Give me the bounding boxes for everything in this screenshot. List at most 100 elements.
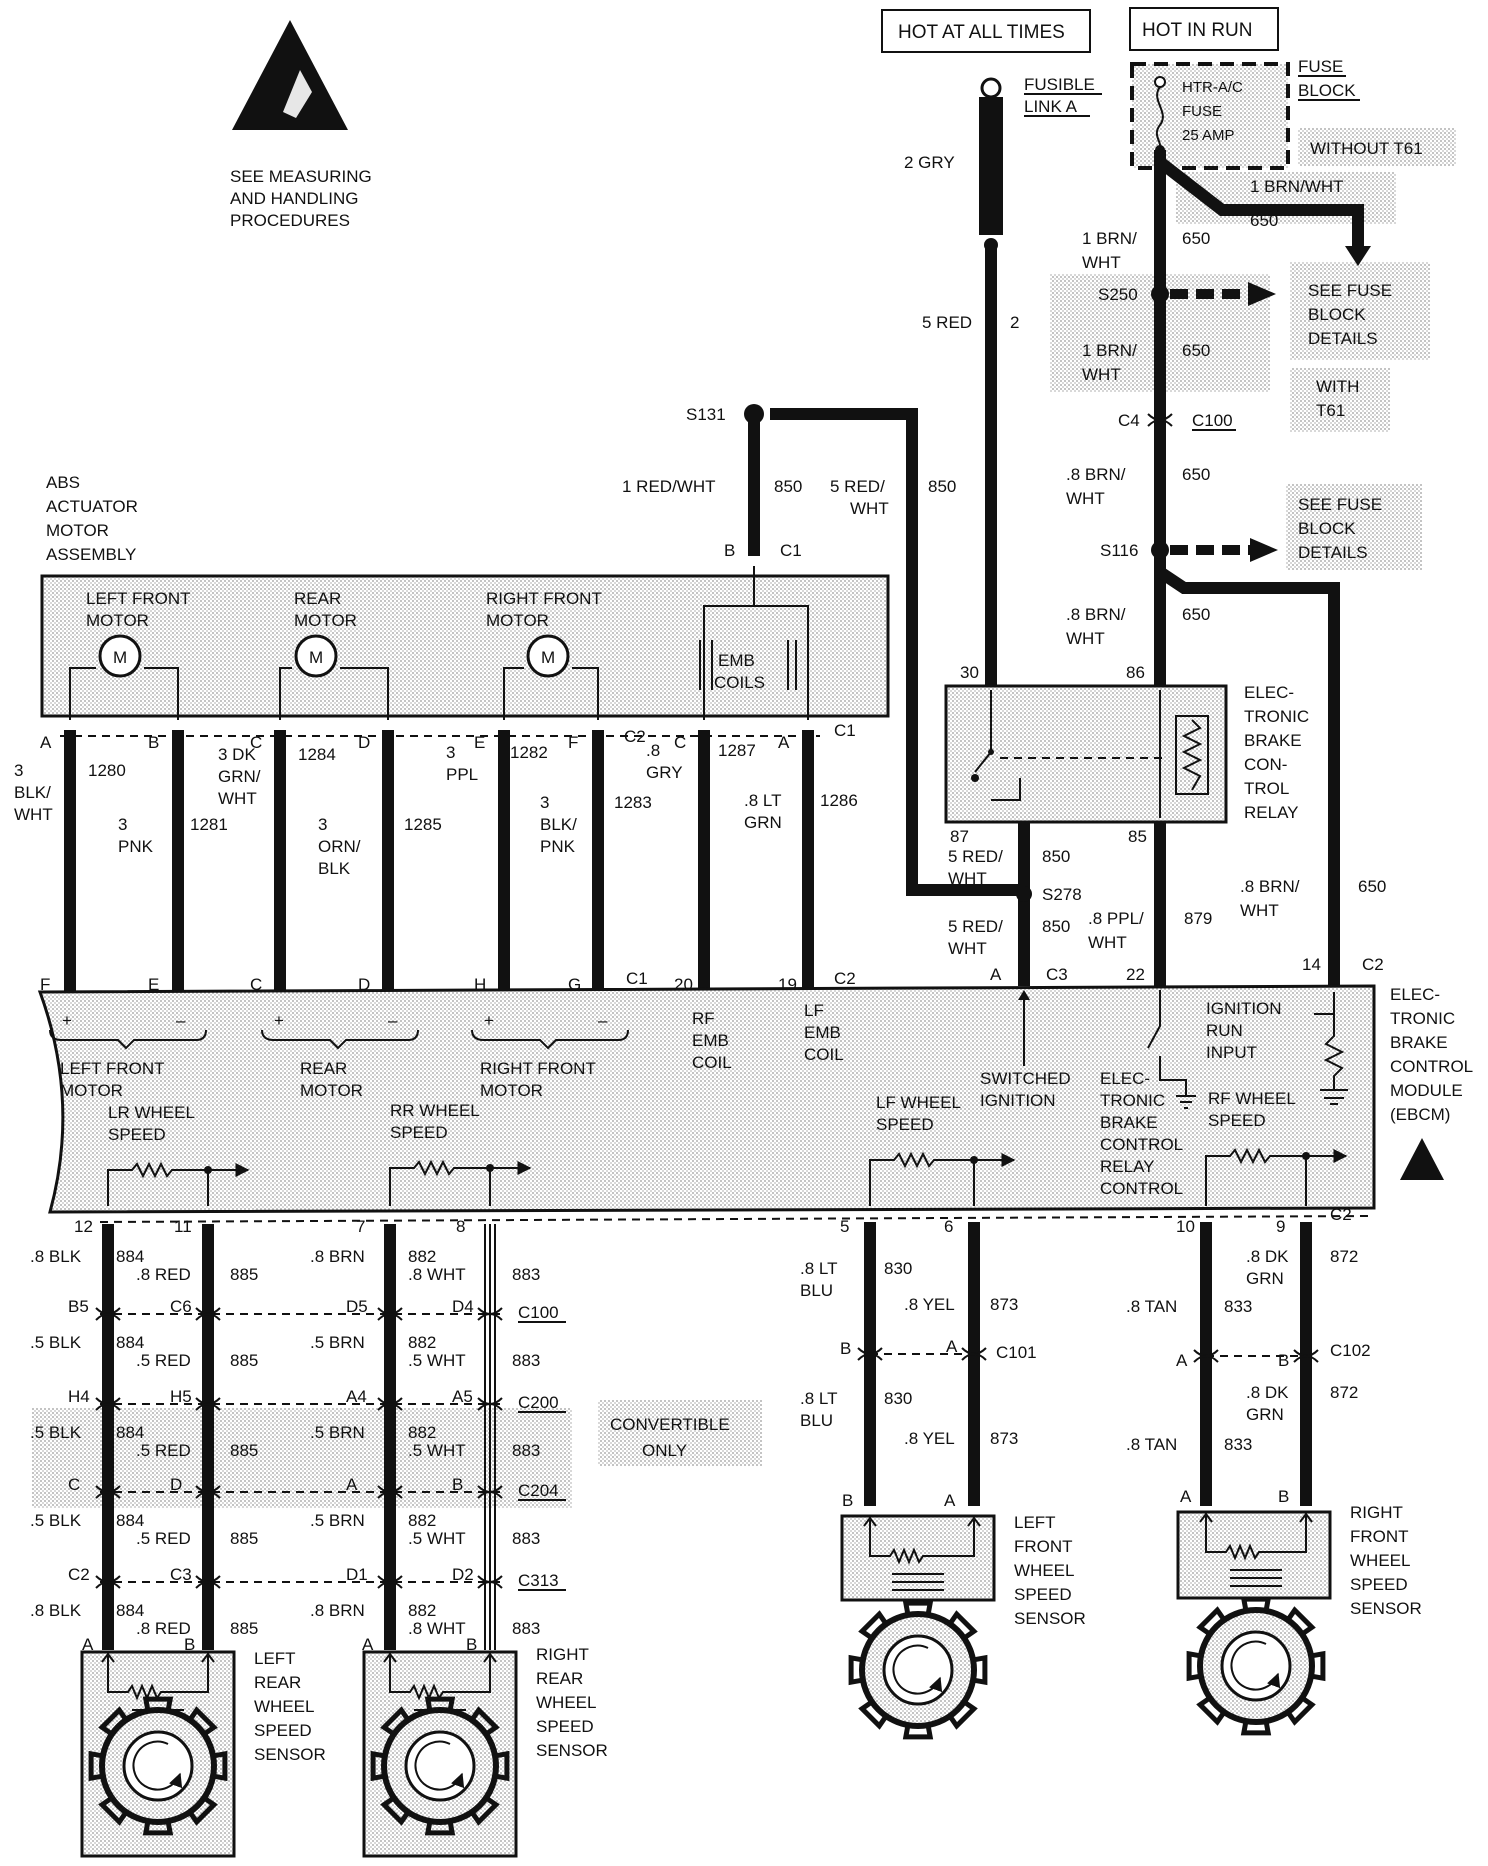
right-front-motor-label: RIGHT FRONT	[486, 589, 602, 608]
wire-size-1287: GRY	[646, 763, 683, 782]
connector-pin: C	[68, 1475, 80, 1494]
rf-wheel-speed-node	[1302, 1152, 1310, 1160]
svg-text:CON-: CON-	[1244, 755, 1287, 774]
connector-name: C102	[1330, 1341, 1371, 1360]
ground-icon	[1320, 1089, 1348, 1105]
right-rear-wheel-speed-sensor-coil	[389, 1656, 491, 1701]
right-front-wheel-speed-sensor-label: RIGHT	[1350, 1503, 1403, 1522]
relay-control-label: BRAKE	[1100, 1113, 1158, 1132]
svg-text:.8 BRN/: .8 BRN/	[1240, 877, 1300, 896]
wire-size: .8 YEL	[904, 1295, 955, 1314]
left-front-wheel-speed-sensor-label: SENSOR	[1014, 1609, 1086, 1628]
ebcm-left-front-motor-label: LEFT FRONT	[60, 1059, 165, 1078]
circuit: 884	[116, 1247, 144, 1266]
connector-pin: D1	[346, 1565, 368, 1584]
circuit: 830	[884, 1389, 912, 1408]
connector-pin: H5	[170, 1387, 192, 1406]
splice-s250: S250	[1098, 285, 1138, 304]
emb-coils-cores	[699, 640, 797, 690]
circuit: 872	[1330, 1383, 1358, 1402]
svg-text:ASSEMBLY: ASSEMBLY	[46, 545, 136, 564]
right-front-wheel-speed-sensor-core	[1230, 1569, 1282, 1587]
svg-text:WHT: WHT	[1082, 253, 1121, 272]
left-front-wheel-speed-sensor-core	[892, 1573, 944, 1591]
wire-size-1287: .8	[646, 741, 660, 760]
right-front-wheel-speed-sensor-rotation	[1230, 1640, 1281, 1691]
circuit-1281: 1281	[190, 815, 228, 834]
right-front-wheel-speed-sensor-label: SPEED	[1350, 1575, 1408, 1594]
esd-warning-small-icon	[1400, 1138, 1444, 1180]
ebcm-left-front-motor-minus: –	[176, 1011, 186, 1030]
circuit-1286: 1286	[820, 791, 858, 810]
sensor-pin: A	[82, 1635, 94, 1654]
circuit: 885	[230, 1265, 258, 1284]
svg-text:86: 86	[1126, 663, 1145, 682]
warning-line-1: SEE MEASURING	[230, 167, 372, 186]
svg-text:A: A	[990, 965, 1002, 984]
right-rear-wheel-speed-sensor-label: RIGHT	[536, 1645, 589, 1664]
circuit: 830	[884, 1259, 912, 1278]
front-pin-top-3: 9	[1276, 1217, 1285, 1236]
wire-size: .5 RED	[136, 1351, 191, 1370]
left-front-wheel-speed-sensor-label: SPEED	[1014, 1585, 1072, 1604]
connector-pin: D	[170, 1475, 182, 1494]
right-rear-wheel-speed-sensor-label: WHEEL	[536, 1693, 596, 1712]
connector-mark	[377, 1403, 403, 1411]
right-front-wheel-speed-sensor-arrows	[1199, 1512, 1313, 1523]
wire-size: GRN	[1246, 1405, 1284, 1424]
rear-pin-top-1: 11	[174, 1217, 192, 1236]
svg-text:14: 14	[1302, 955, 1321, 974]
wire-size: .5 BRN	[310, 1511, 365, 1530]
wire-size: .8 BLK	[30, 1247, 82, 1266]
pin-top-4: E	[474, 733, 485, 752]
svg-text:5 RED/: 5 RED/	[948, 917, 1003, 936]
svg-text:CONTROL: CONTROL	[1390, 1057, 1473, 1076]
ebcm-left-front-motor-brace	[49, 1029, 207, 1050]
splice-s278: S278	[1042, 885, 1082, 904]
circuit: 885	[230, 1619, 258, 1638]
left-rear-wheel-speed-sensor-label: LEFT	[254, 1649, 296, 1668]
right-rear-wheel-speed-sensor-teeth	[370, 1696, 510, 1836]
wire-size: .8 YEL	[904, 1429, 955, 1448]
sensor-pin: A	[362, 1635, 374, 1654]
svg-text:ONLY: ONLY	[642, 1441, 687, 1460]
wire-size-1283: PNK	[540, 837, 576, 856]
wire-size-1285: 3	[318, 815, 327, 834]
connector-mark	[477, 1581, 503, 1589]
wire-gry-label: 2 GRY	[904, 153, 955, 172]
circuit: 833	[1224, 1435, 1252, 1454]
relay-control-label: ELEC-	[1100, 1069, 1150, 1088]
svg-text:HTR-A/C: HTR-A/C	[1182, 79, 1243, 96]
left-front-motor-symbol	[98, 634, 142, 678]
circuit: 873	[990, 1429, 1018, 1448]
right-front-wheel-speed-sensor-label: FRONT	[1350, 1527, 1409, 1546]
wire-size: .8 BRN	[310, 1601, 365, 1620]
connector-mark	[477, 1313, 503, 1321]
svg-text:.8 BRN/: .8 BRN/	[1066, 605, 1126, 624]
right-rear-wheel-speed-sensor-label: SPEED	[536, 1717, 594, 1736]
svg-text:WHT: WHT	[1066, 489, 1105, 508]
wire-size-1283: BLK/	[540, 815, 577, 834]
svg-text:BRAKE: BRAKE	[1244, 731, 1302, 750]
lf-wheel-speed-circuit	[869, 1154, 1014, 1206]
connector-pin: D4	[452, 1297, 474, 1316]
wire-size-1280: WHT	[14, 805, 53, 824]
left-rear-wheel-speed-sensor-coil	[107, 1656, 209, 1701]
svg-text:(EBCM): (EBCM)	[1390, 1105, 1450, 1124]
svg-text:650: 650	[1250, 211, 1278, 230]
ebcm-right-front-motor-plus: +	[484, 1011, 494, 1030]
switched-ignition-arrow	[1018, 990, 1030, 1000]
svg-text:1 BRN/: 1 BRN/	[1082, 341, 1137, 360]
connector-mark	[95, 1581, 121, 1589]
rear-pin-top-2: 7	[356, 1217, 365, 1236]
wire-size: GRN	[1246, 1269, 1284, 1288]
pin-bottom-1: E	[148, 975, 159, 994]
hot-at-all-times-label: HOT AT ALL TIMES	[898, 22, 1065, 43]
svg-text:DETAILS: DETAILS	[1298, 543, 1368, 562]
wire-size: .8 LT	[800, 1389, 837, 1408]
svg-text:WITH: WITH	[1316, 377, 1359, 396]
hot-in-run-label: HOT IN RUN	[1142, 20, 1252, 41]
rf-emb-coil-label: EMB	[692, 1031, 729, 1050]
wire-size-1280: 3	[14, 761, 23, 780]
